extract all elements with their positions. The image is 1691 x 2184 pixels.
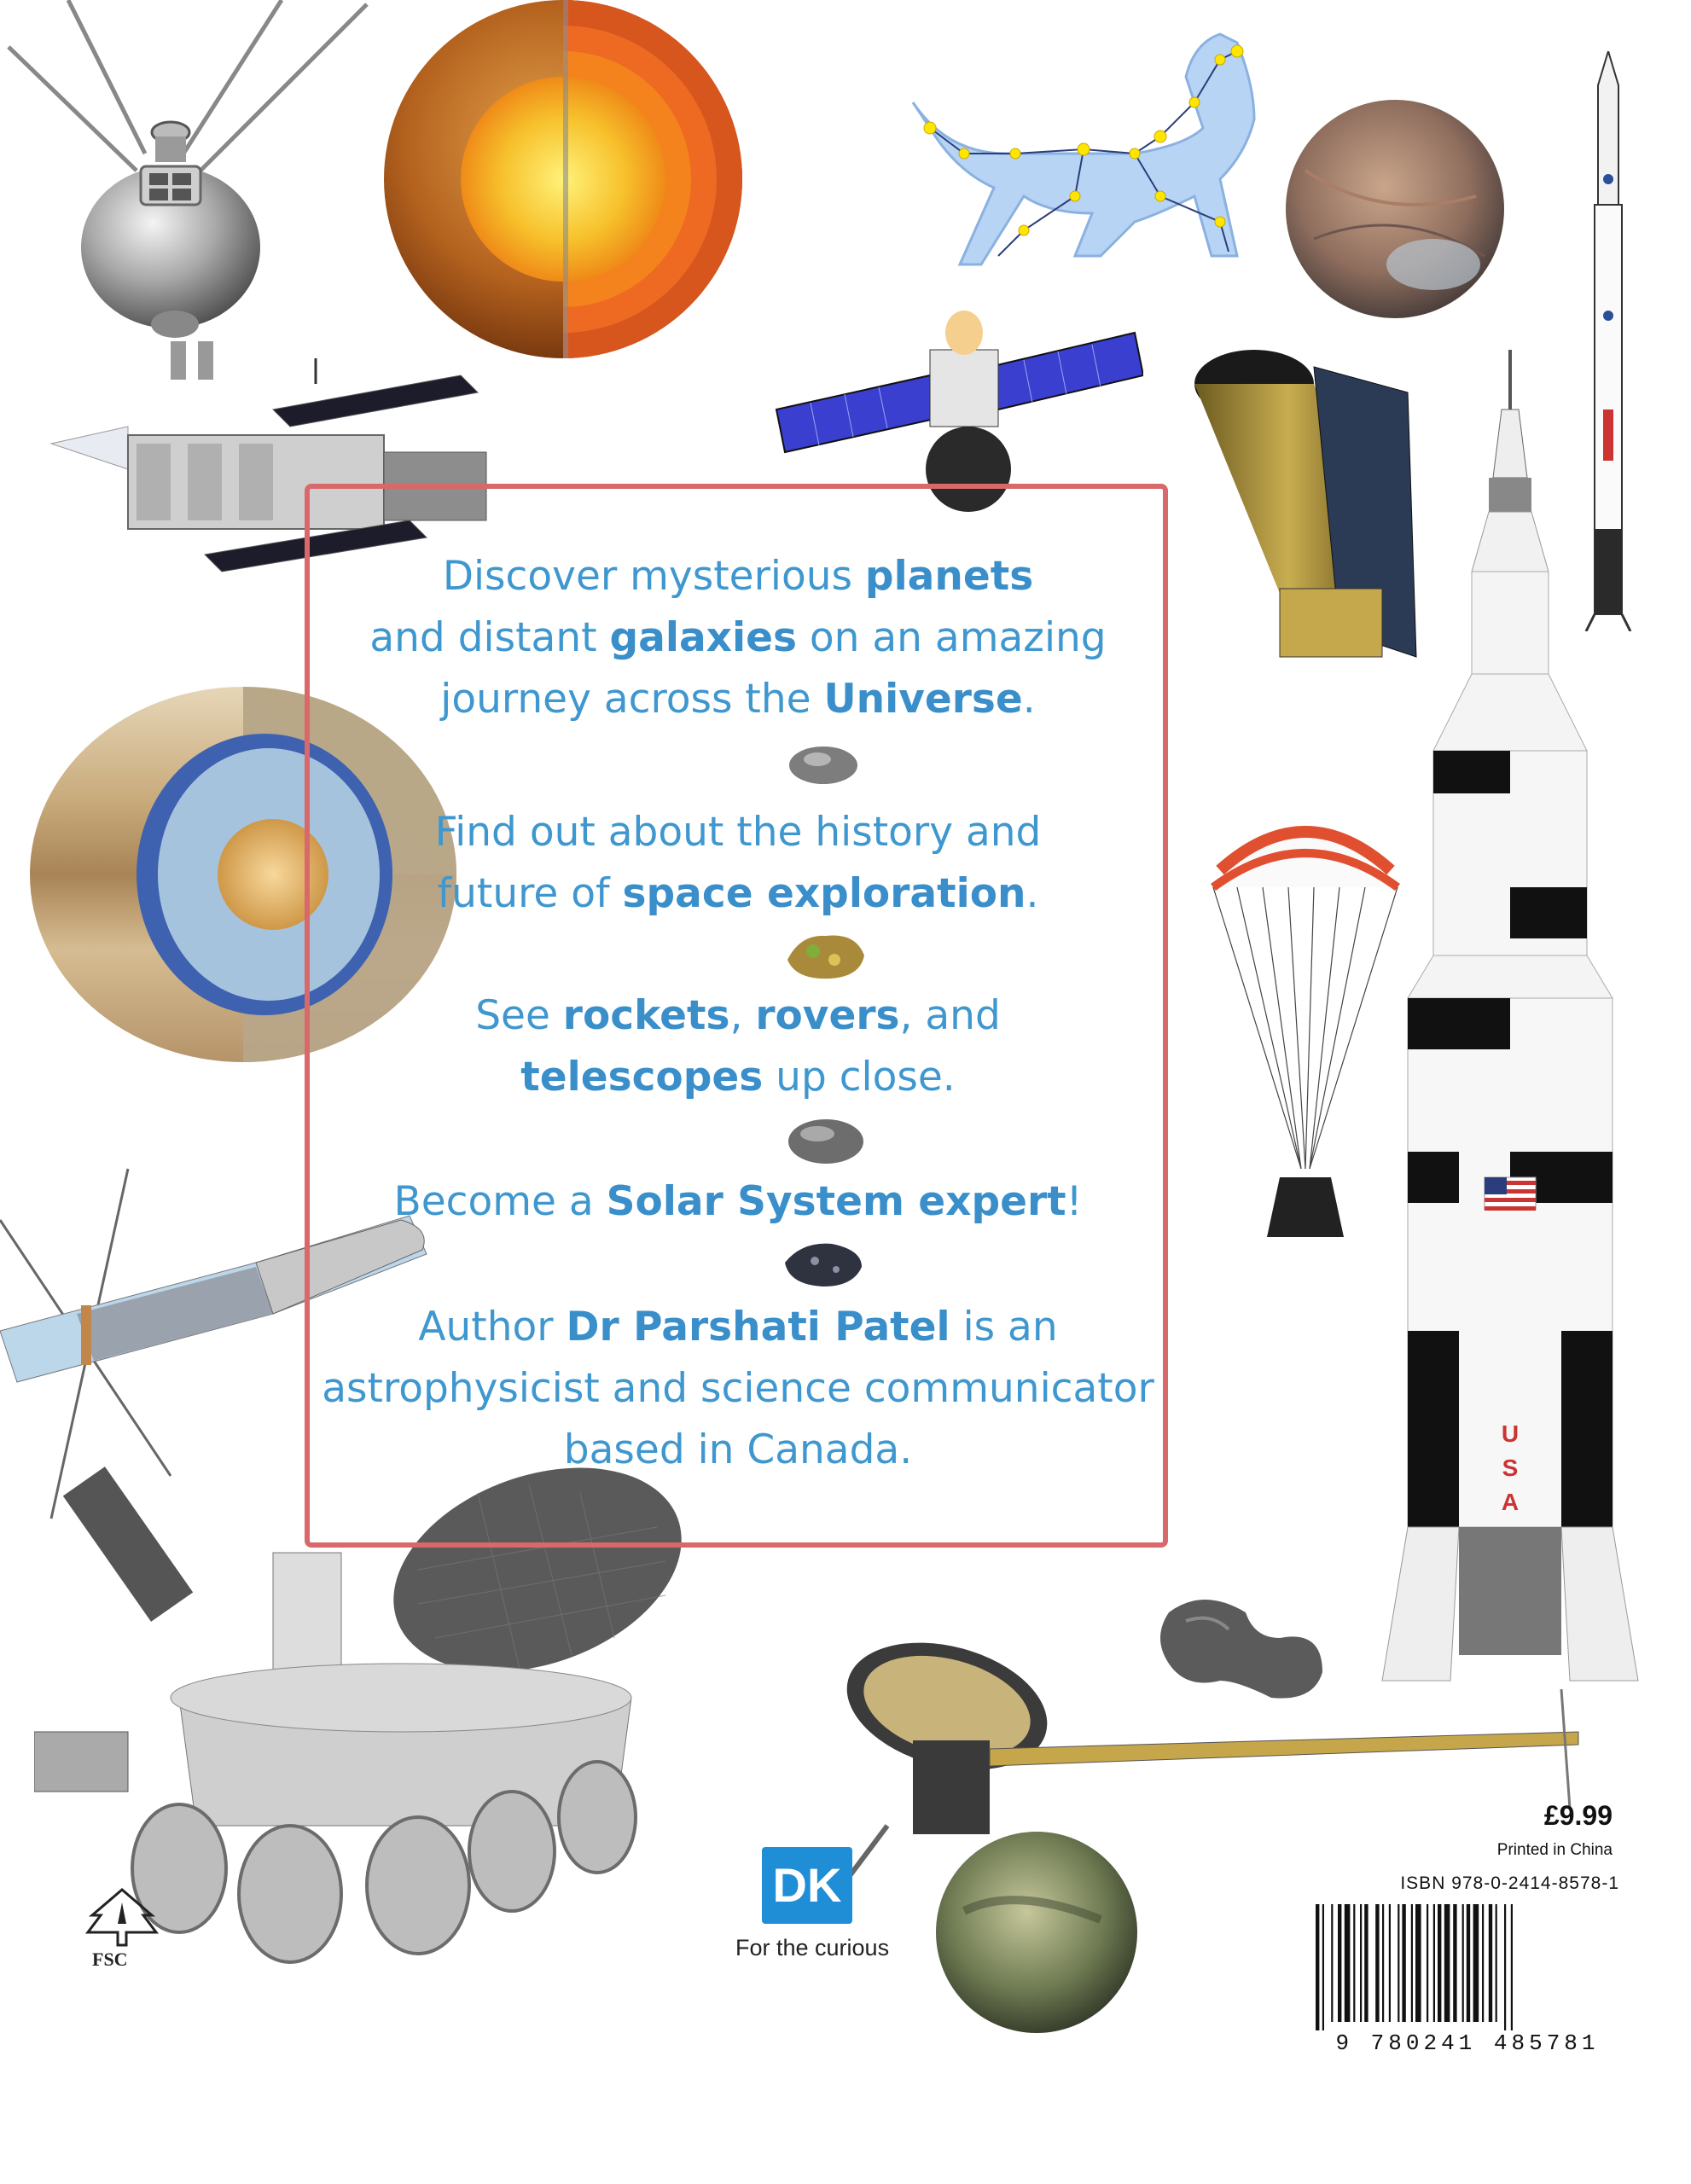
printed-in: Printed in China — [1496, 1841, 1613, 1859]
asteroid-icon — [788, 1119, 863, 1164]
blurb-text: based in Canada. — [563, 1426, 913, 1473]
rocket-usa-label: S — [1502, 1455, 1519, 1481]
blurb-text: future of — [437, 870, 623, 917]
blurb-text: See — [475, 992, 563, 1039]
blurb-text: , — [729, 992, 756, 1039]
rocket-usa-label: U — [1502, 1420, 1519, 1447]
blurb-text: ! — [1066, 1178, 1083, 1225]
blurb-text: , and — [899, 992, 1001, 1039]
blurb-text: journey across the — [440, 676, 824, 723]
blurb-bold: planets — [864, 553, 1034, 600]
galileo-probe-icon — [834, 1642, 1579, 1896]
blurb-text: Find out about the history and — [434, 809, 1042, 856]
blurb-bold: rovers — [755, 992, 900, 1039]
blurb-text: . — [1026, 870, 1039, 917]
blurb-paragraph-5: Author Dr Parshati Patel is an astrophys… — [311, 1297, 1165, 1481]
barcode-number: 9 780241 485781 — [1335, 2030, 1600, 2056]
dk-tagline: For the curious — [735, 1935, 890, 1960]
fsc-label: FSC — [92, 1949, 128, 1970]
isbn: ISBN 978-0-2414-8578-1 — [1400, 1873, 1619, 1893]
kepler-telescope-icon — [1194, 350, 1417, 658]
blurb-bold: Solar System expert — [606, 1178, 1066, 1225]
blurb-bold: Dr Parshati Patel — [566, 1304, 950, 1350]
blurb-text: Discover mysterious — [442, 553, 865, 600]
lunokhod-rover-icon — [34, 1467, 682, 1964]
titan-moon-icon — [936, 1832, 1137, 2033]
blurb-text: is an — [950, 1304, 1058, 1350]
saturn-cutaway-icon — [30, 687, 456, 1062]
blurb-text: . — [1022, 676, 1036, 723]
blurb-text: up close. — [763, 1054, 956, 1101]
blurb-text: Author — [418, 1304, 567, 1350]
blurb-frame — [305, 484, 1168, 1548]
blurb-bold: Universe — [823, 676, 1023, 723]
dk-logo: DK — [762, 1847, 852, 1924]
europa-moon-icon — [1286, 100, 1504, 318]
mineral-icon — [787, 935, 864, 979]
planet-cutaway-icon — [384, 0, 742, 358]
hubble-telescope-icon — [49, 358, 487, 572]
soyuz-spacecraft-icon — [775, 311, 1143, 512]
saturn-v-rocket-icon: U S A — [1381, 350, 1639, 1682]
blurb-paragraph-4: Become a Solar System expert! — [311, 1171, 1165, 1233]
comet-icon — [1160, 1600, 1322, 1699]
blurb-bold: space exploration — [622, 870, 1026, 917]
blurb-paragraph-1: Discover mysterious planets and distant … — [311, 546, 1165, 730]
parachute-capsule-icon — [1211, 826, 1400, 1237]
dragon-rocket-icon — [1584, 51, 1632, 631]
blurb-bold: telescopes — [520, 1054, 764, 1101]
blurb-text: on an amazing — [796, 614, 1107, 661]
rocket-usa-label: A — [1502, 1489, 1519, 1515]
meteorite-icon — [785, 1243, 862, 1287]
blurb-text: Become a — [393, 1178, 607, 1225]
rock-icon — [789, 746, 857, 784]
dog-constellation-icon — [911, 32, 1256, 266]
blurb-bold: rockets — [562, 992, 730, 1039]
sputnik-satellite-icon — [7, 0, 369, 380]
blurb-text: and distant — [369, 614, 610, 661]
blurb-text: astrophysicist and science communicator — [322, 1365, 1154, 1412]
blurb-bold: galaxies — [609, 614, 797, 661]
barcode-icon — [1316, 1904, 1513, 2030]
blurb-paragraph-3: See rockets, rovers, and telescopes up c… — [311, 985, 1165, 1108]
explorer-satellite-icon — [0, 1168, 427, 1519]
price: £9.99 — [1543, 1800, 1613, 1831]
fsc-tree-icon — [85, 1888, 159, 1947]
blurb-paragraph-2: Find out about the history and future of… — [311, 802, 1165, 925]
